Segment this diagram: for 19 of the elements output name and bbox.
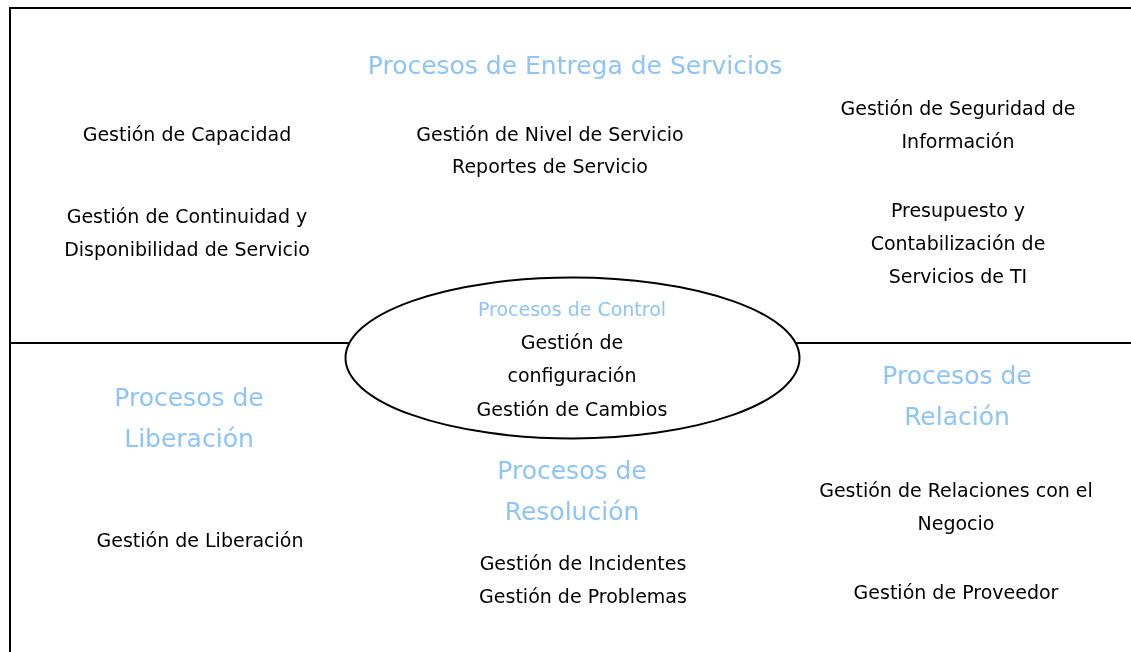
section-heading: Procesos de Relación bbox=[881, 360, 1033, 433]
process-label: Gestión de Problemas bbox=[478, 583, 688, 609]
process-label: Gestión de Capacidad bbox=[81, 121, 293, 147]
process-label: Reportes de Servicio bbox=[451, 153, 649, 179]
control-ellipse bbox=[344, 276, 801, 440]
process-label: Gestión de Incidentes bbox=[478, 550, 688, 576]
process-label: Gestión de Cambios bbox=[475, 396, 669, 422]
process-label: Gestión de Continuidad y Disponibilidad de Servicio bbox=[63, 204, 311, 262]
process-label: Gestión de Seguridad de Información bbox=[839, 96, 1077, 154]
process-label: Gestión de Proveedor bbox=[852, 579, 1060, 605]
section-heading: Procesos de Liberación bbox=[113, 382, 265, 455]
section-heading: Procesos de Entrega de Servicios bbox=[366, 49, 784, 82]
section-heading: Procesos de Control bbox=[476, 296, 668, 322]
process-label: Gestión de Relaciones con el Negocio bbox=[818, 478, 1094, 536]
process-label: Gestión de Liberación bbox=[95, 527, 305, 553]
process-label: Gestión de Nivel de Servicio bbox=[415, 121, 685, 147]
process-label: Gestión de configuración bbox=[506, 330, 638, 388]
process-label: Presupuesto y Contabilización de Servicios de TI bbox=[869, 197, 1047, 289]
section-heading: Procesos de Resolución bbox=[496, 455, 648, 528]
